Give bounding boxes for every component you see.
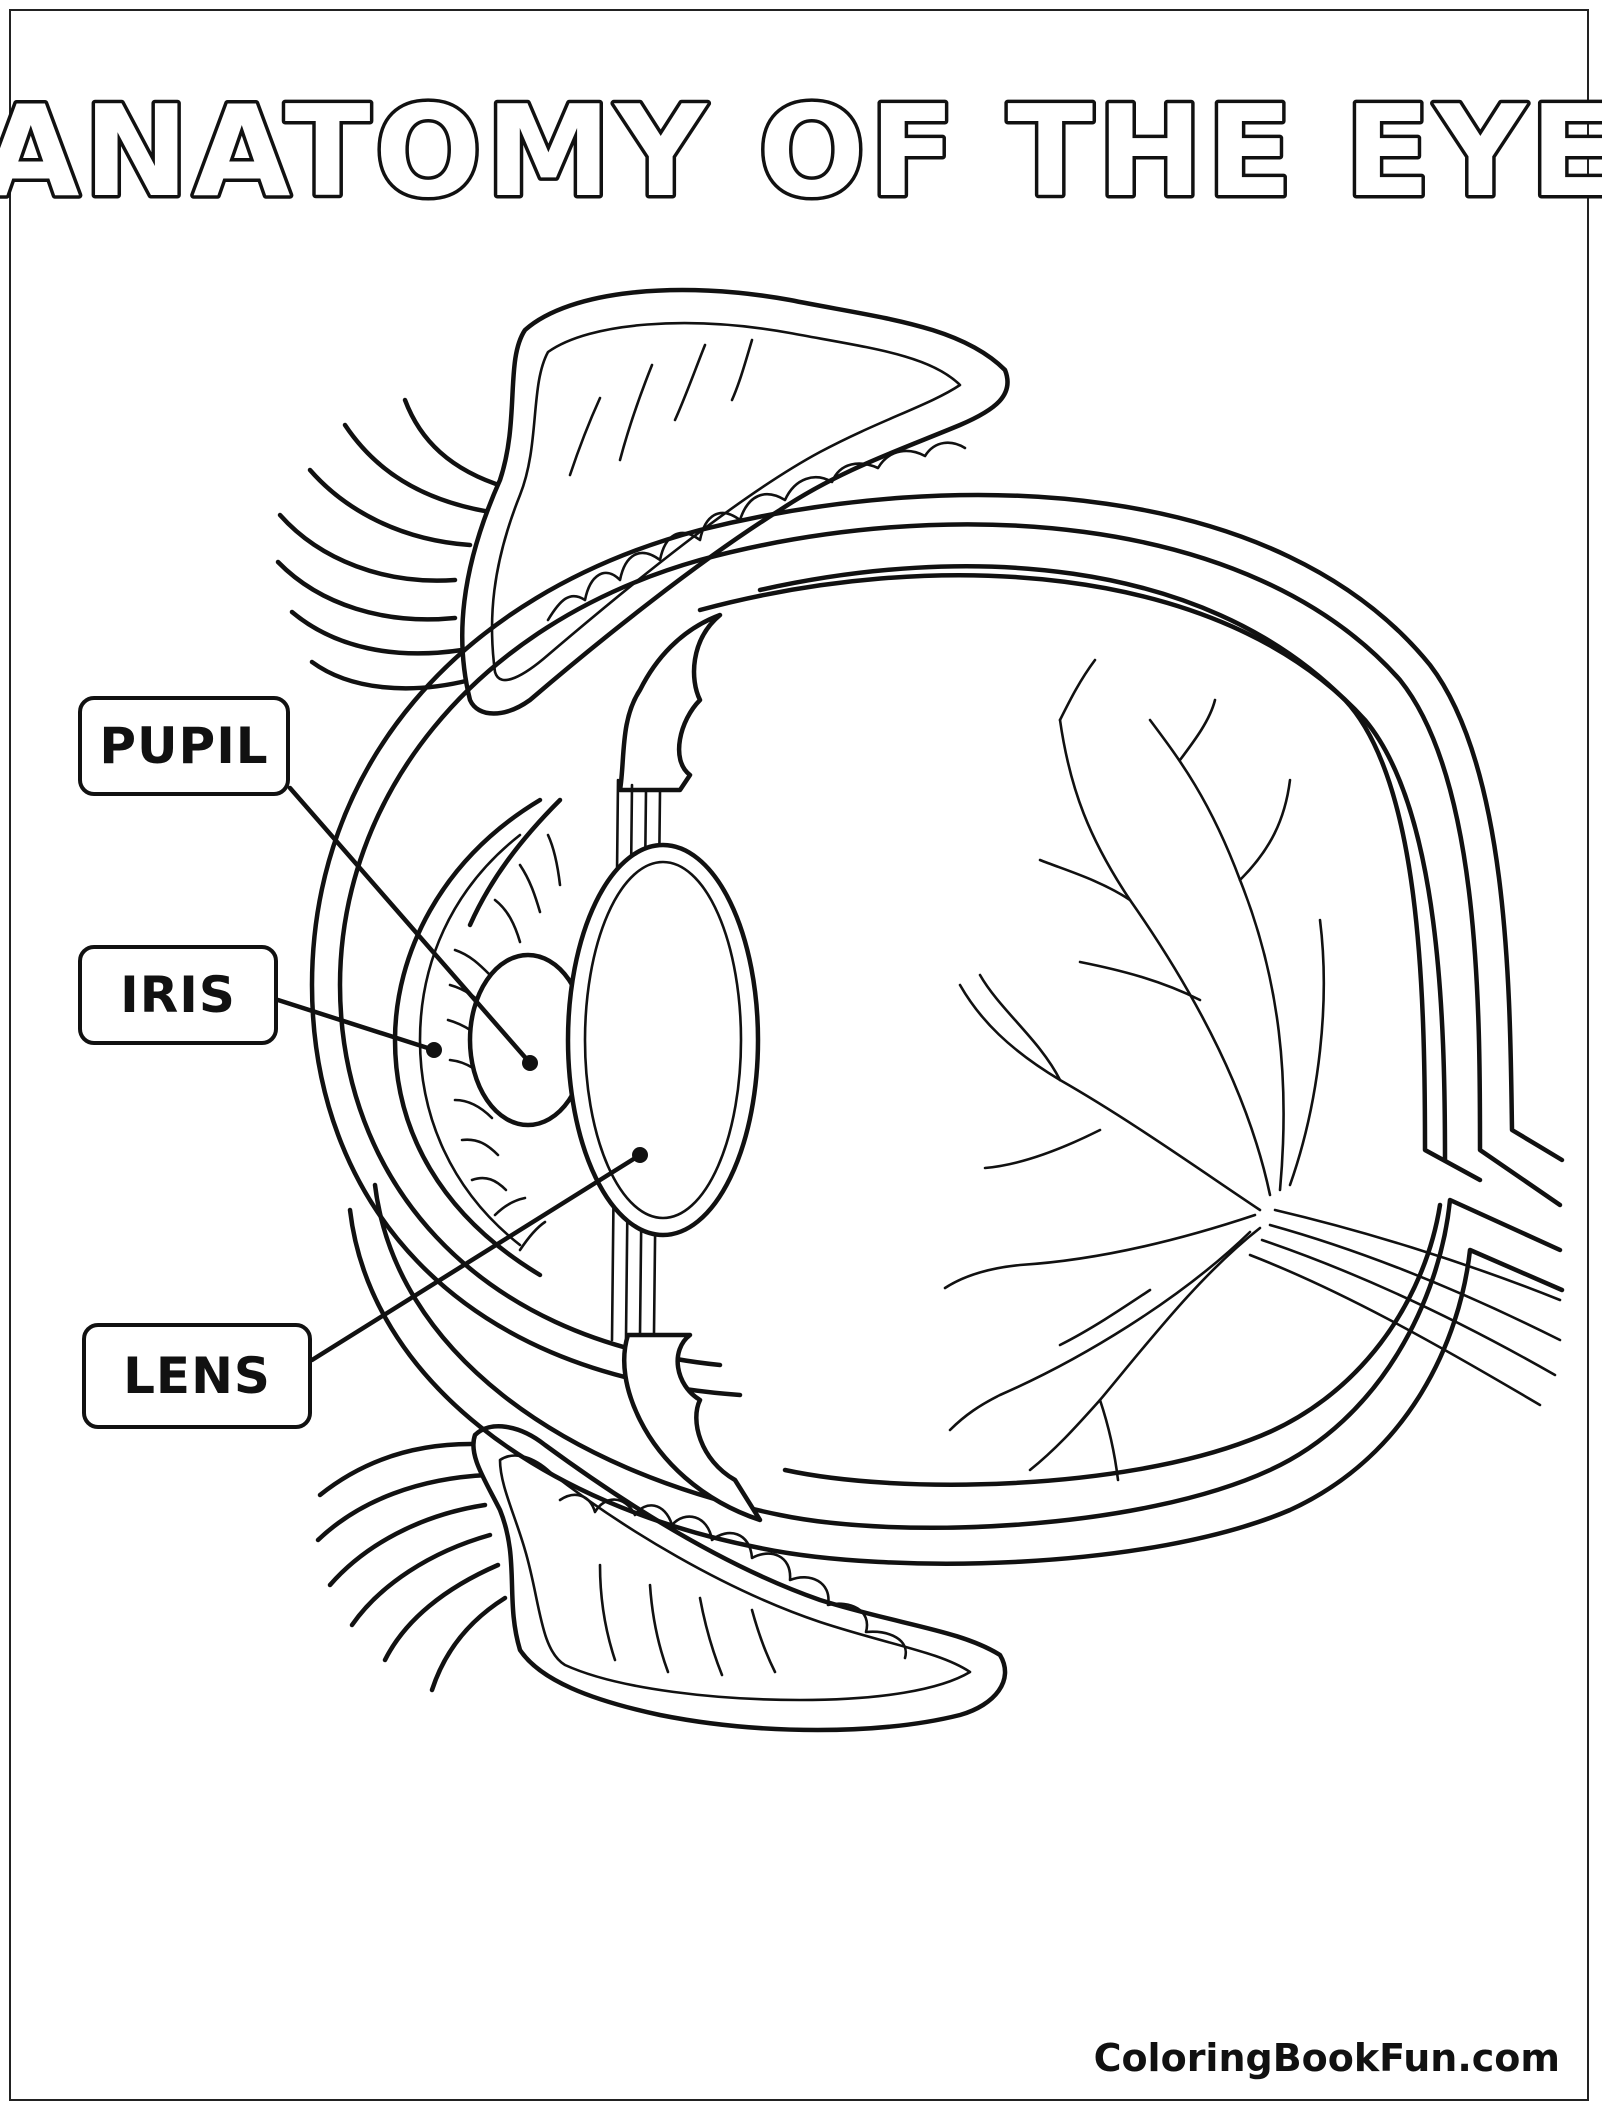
page-border — [9, 9, 1589, 2101]
upper-eyelid — [460, 287, 1010, 716]
cornea — [392, 797, 543, 1278]
pupil-leader-line — [287, 785, 533, 1066]
iris-leader-dot — [426, 1042, 442, 1058]
lower-eyelid — [471, 1424, 1008, 1733]
iris-leader-line — [275, 997, 437, 1053]
page-title-banner: ANATOMY OF THE EYE — [0, 75, 1602, 229]
pupil-label: PUPIL — [78, 696, 290, 796]
retinal-vessels — [943, 658, 1326, 1482]
lens-leader-dot — [632, 1147, 648, 1163]
sclera-layers — [309, 492, 1565, 1566]
lens-leader-line — [309, 1152, 643, 1363]
page-title: ANATOMY OF THE EYE — [0, 78, 1602, 225]
lower-eyelashes — [315, 1441, 508, 1693]
lens-label: LENS — [82, 1323, 312, 1429]
leader-lines — [275, 785, 648, 1363]
iris-label: IRIS — [78, 945, 278, 1045]
pupil-leader-dot — [522, 1055, 538, 1071]
optic-nerve — [1248, 1208, 1562, 1407]
site-credit: ColoringBookFun.com — [1093, 2036, 1560, 2080]
lens-shape — [565, 842, 761, 1238]
upper-eyelashes — [275, 397, 508, 691]
